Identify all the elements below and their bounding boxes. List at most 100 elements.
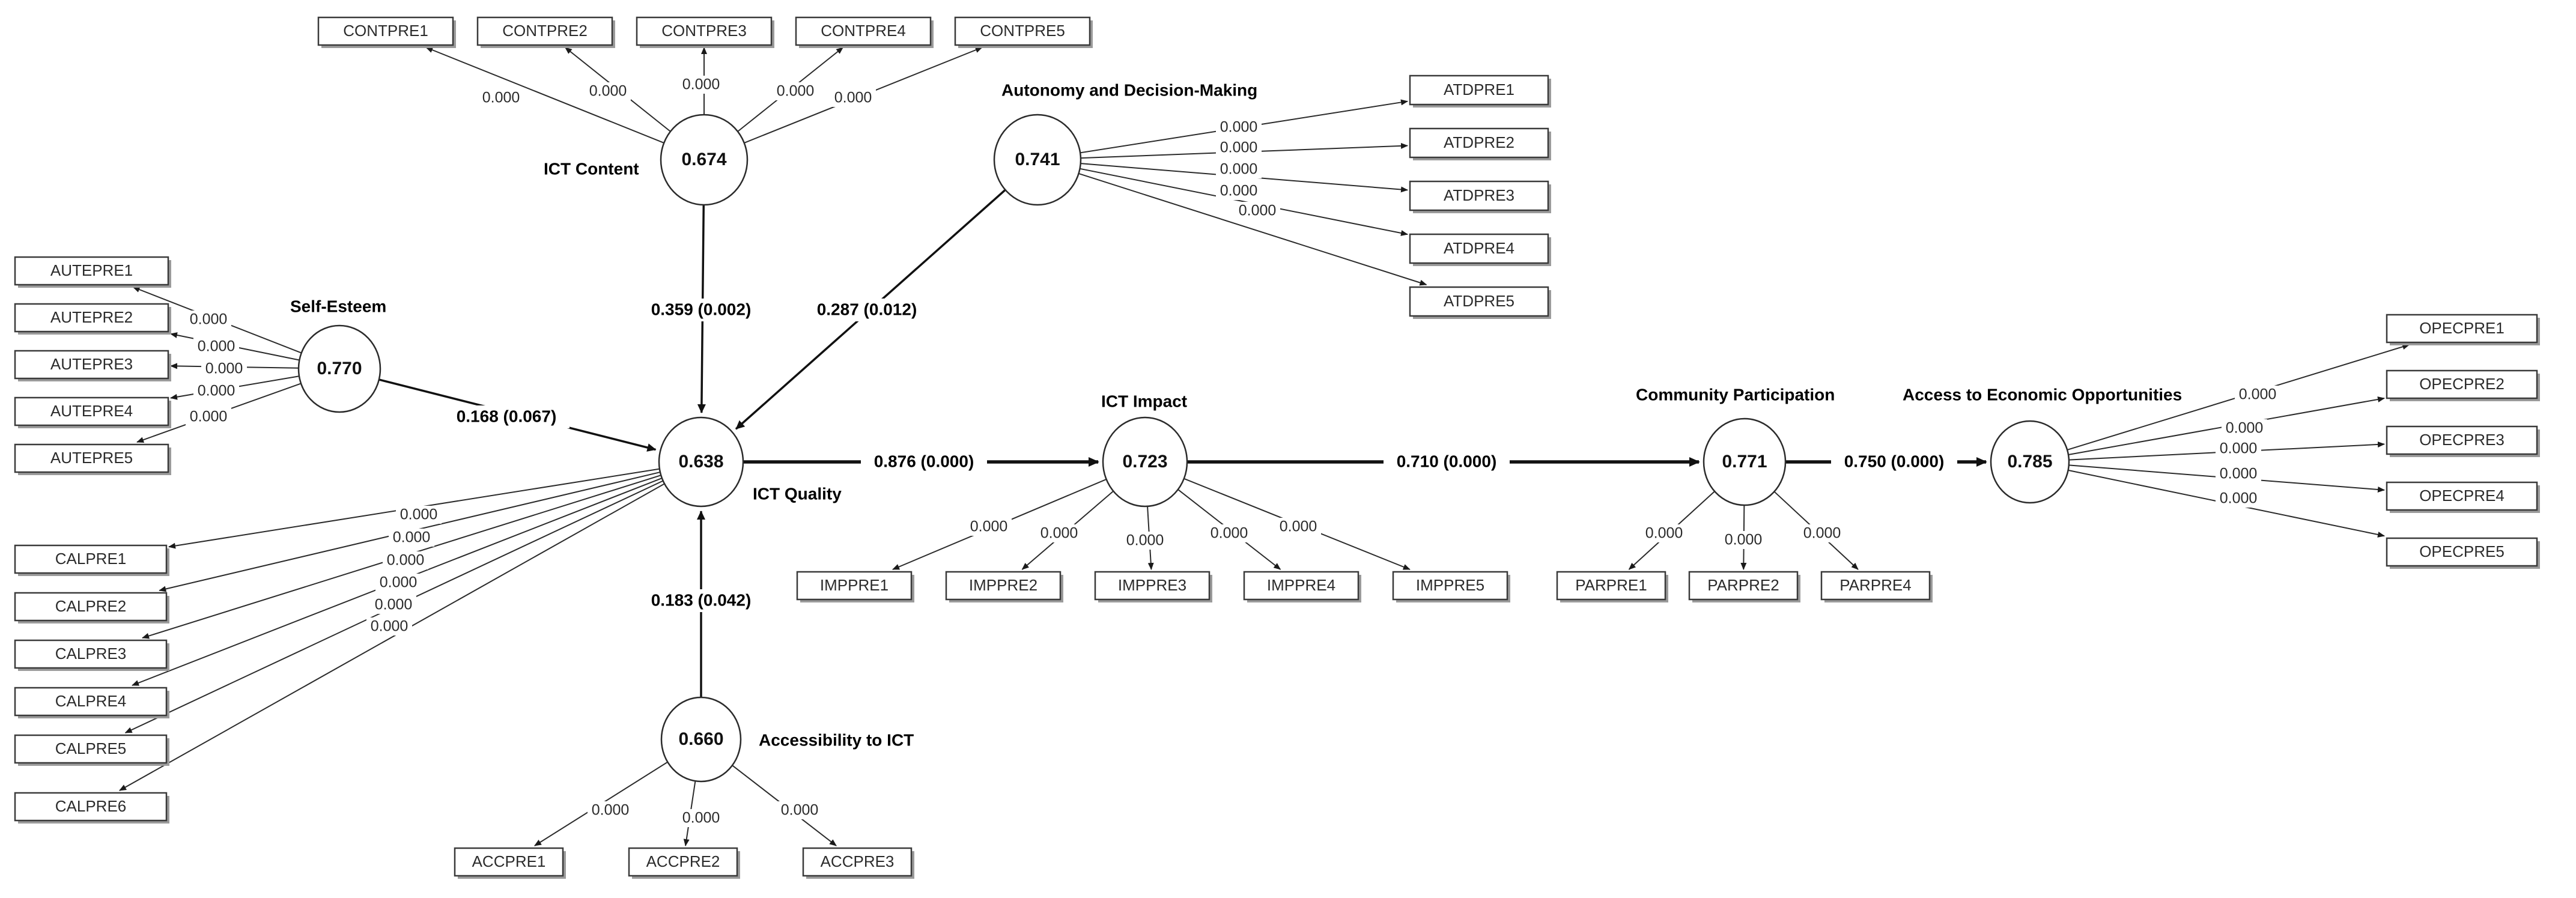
indicator-box[interactable]	[1820, 571, 1931, 601]
indicator-node[interactable]: IMPPRE3	[1094, 571, 1212, 602]
indicator-node[interactable]: AUTEPRE1	[14, 256, 171, 288]
indicator-box[interactable]	[454, 847, 564, 877]
latent-variable-ellipse[interactable]	[1990, 420, 2070, 504]
indicator-node[interactable]: CONTPRE2	[476, 16, 615, 48]
indicator-box[interactable]	[1556, 571, 1666, 601]
indicator-box[interactable]	[1243, 571, 1359, 601]
indicator-node[interactable]: ATDPRE1	[1409, 74, 1551, 108]
indicator-box[interactable]	[14, 544, 168, 574]
indicator-node[interactable]: ACCPRE1	[454, 847, 566, 879]
latent-variable-ellipse[interactable]	[660, 114, 749, 206]
indicator-node[interactable]: AUTEPRE4	[14, 396, 171, 428]
indicator-box[interactable]	[14, 256, 169, 286]
indicator-box[interactable]	[802, 847, 913, 877]
indicator-node[interactable]: IMPPRE1	[796, 571, 914, 602]
indicator-box[interactable]	[317, 16, 454, 46]
indicator-node[interactable]: PARPRE1	[1556, 571, 1668, 602]
indicator-box[interactable]	[14, 350, 169, 380]
indicator-box[interactable]	[2386, 369, 2538, 399]
structural-path-label-group: 0.287 (0.012)	[804, 299, 930, 321]
indicator-node[interactable]: ATDPRE5	[1409, 286, 1551, 319]
indicator-node[interactable]: OPECPRE4	[2386, 481, 2540, 513]
indicator-node[interactable]: OPECPRE1	[2386, 314, 2540, 345]
indicator-box[interactable]	[14, 792, 168, 822]
indicator-box[interactable]	[1409, 286, 1549, 317]
indicator-box[interactable]	[2386, 314, 2538, 344]
indicator-box[interactable]	[1094, 571, 1211, 601]
indicator-node[interactable]: ACCPRE3	[802, 847, 914, 879]
label-backdrop	[1216, 118, 1262, 136]
latent-variable-ellipse[interactable]	[660, 696, 742, 783]
label-backdrop	[1799, 524, 1845, 542]
indicator-box[interactable]	[2386, 425, 2538, 455]
indicator-node[interactable]: OPECPRE3	[2386, 425, 2540, 457]
indicator-node[interactable]: CONTPRE4	[795, 16, 934, 48]
indicator-box[interactable]	[1688, 571, 1799, 601]
label-backdrop	[773, 82, 818, 100]
indicator-box[interactable]	[1392, 571, 1508, 601]
indicator-node[interactable]: CALPRE1	[14, 544, 169, 576]
latent-variable-ellipse[interactable]	[297, 324, 381, 413]
indicator-box[interactable]	[628, 847, 738, 877]
indicator-box[interactable]	[945, 571, 1062, 601]
indicator-node[interactable]: AUTEPRE2	[14, 303, 171, 335]
indicator-node[interactable]: IMPPRE5	[1392, 571, 1510, 602]
indicator-node[interactable]: IMPPRE2	[945, 571, 1063, 602]
label-backdrop	[1384, 451, 1510, 473]
indicator-node[interactable]: ATDPRE4	[1409, 233, 1551, 266]
indicator-box[interactable]	[14, 396, 169, 426]
label-backdrop	[804, 299, 930, 321]
indicator-node[interactable]: OPECPRE5	[2386, 537, 2540, 569]
indicator-node[interactable]: CONTPRE1	[317, 16, 456, 48]
latent-variable-ellipse[interactable]	[993, 114, 1082, 206]
indicator-node[interactable]: OPECPRE2	[2386, 369, 2540, 401]
indicator-box[interactable]	[636, 16, 773, 46]
indicator-node[interactable]: ATDPRE3	[1409, 180, 1551, 213]
indicator-node[interactable]: IMPPRE4	[1243, 571, 1361, 602]
indicator-node[interactable]: CALPRE5	[14, 734, 169, 766]
indicator-box[interactable]	[1409, 74, 1549, 106]
indicator-box[interactable]	[476, 16, 613, 46]
indicator-box[interactable]	[14, 687, 168, 717]
latent-variable-ellipse[interactable]	[658, 416, 744, 508]
indicator-node[interactable]: CONTPRE5	[954, 16, 1093, 48]
latent-variable-ellipse[interactable]	[1703, 417, 1787, 506]
indicator-box[interactable]	[14, 734, 168, 764]
measurement-path-label-group: 0.000	[678, 76, 724, 94]
indicator-node[interactable]: AUTEPRE5	[14, 443, 171, 475]
indicator-node[interactable]: CALPRE6	[14, 792, 169, 824]
indicator-node[interactable]: CALPRE2	[14, 592, 169, 623]
indicator-box[interactable]	[2386, 481, 2538, 511]
indicator-box[interactable]	[796, 571, 913, 601]
indicator-label: AUTEPRE4	[50, 402, 133, 420]
indicator-node[interactable]: AUTEPRE3	[14, 350, 171, 381]
indicator-node[interactable]: CONTPRE3	[636, 16, 774, 48]
indicator-label: CALPRE6	[55, 797, 127, 815]
indicator-box[interactable]	[2386, 537, 2538, 567]
indicator-box[interactable]	[1409, 127, 1549, 159]
latent-variable-ellipse[interactable]	[1102, 416, 1188, 508]
indicator-node[interactable]: CALPRE3	[14, 639, 169, 671]
indicator-box[interactable]	[1409, 180, 1549, 211]
indicator-box[interactable]	[14, 443, 169, 473]
indicator-node[interactable]: ACCPRE2	[628, 847, 740, 879]
indicator-node[interactable]: CALPRE4	[14, 687, 169, 718]
indicator-box[interactable]	[1409, 233, 1549, 264]
indicator-box[interactable]	[14, 639, 168, 669]
indicator-box[interactable]	[14, 592, 168, 622]
indicator-box[interactable]	[14, 303, 169, 333]
measurement-loading-value: 0.000	[205, 360, 243, 377]
indicator-node[interactable]: PARPRE4	[1820, 571, 1933, 602]
indicator-box[interactable]	[954, 16, 1091, 46]
indicator-box[interactable]	[795, 16, 932, 46]
indicator-node[interactable]: ATDPRE2	[1409, 127, 1551, 160]
indicator-node[interactable]: PARPRE2	[1688, 571, 1800, 602]
